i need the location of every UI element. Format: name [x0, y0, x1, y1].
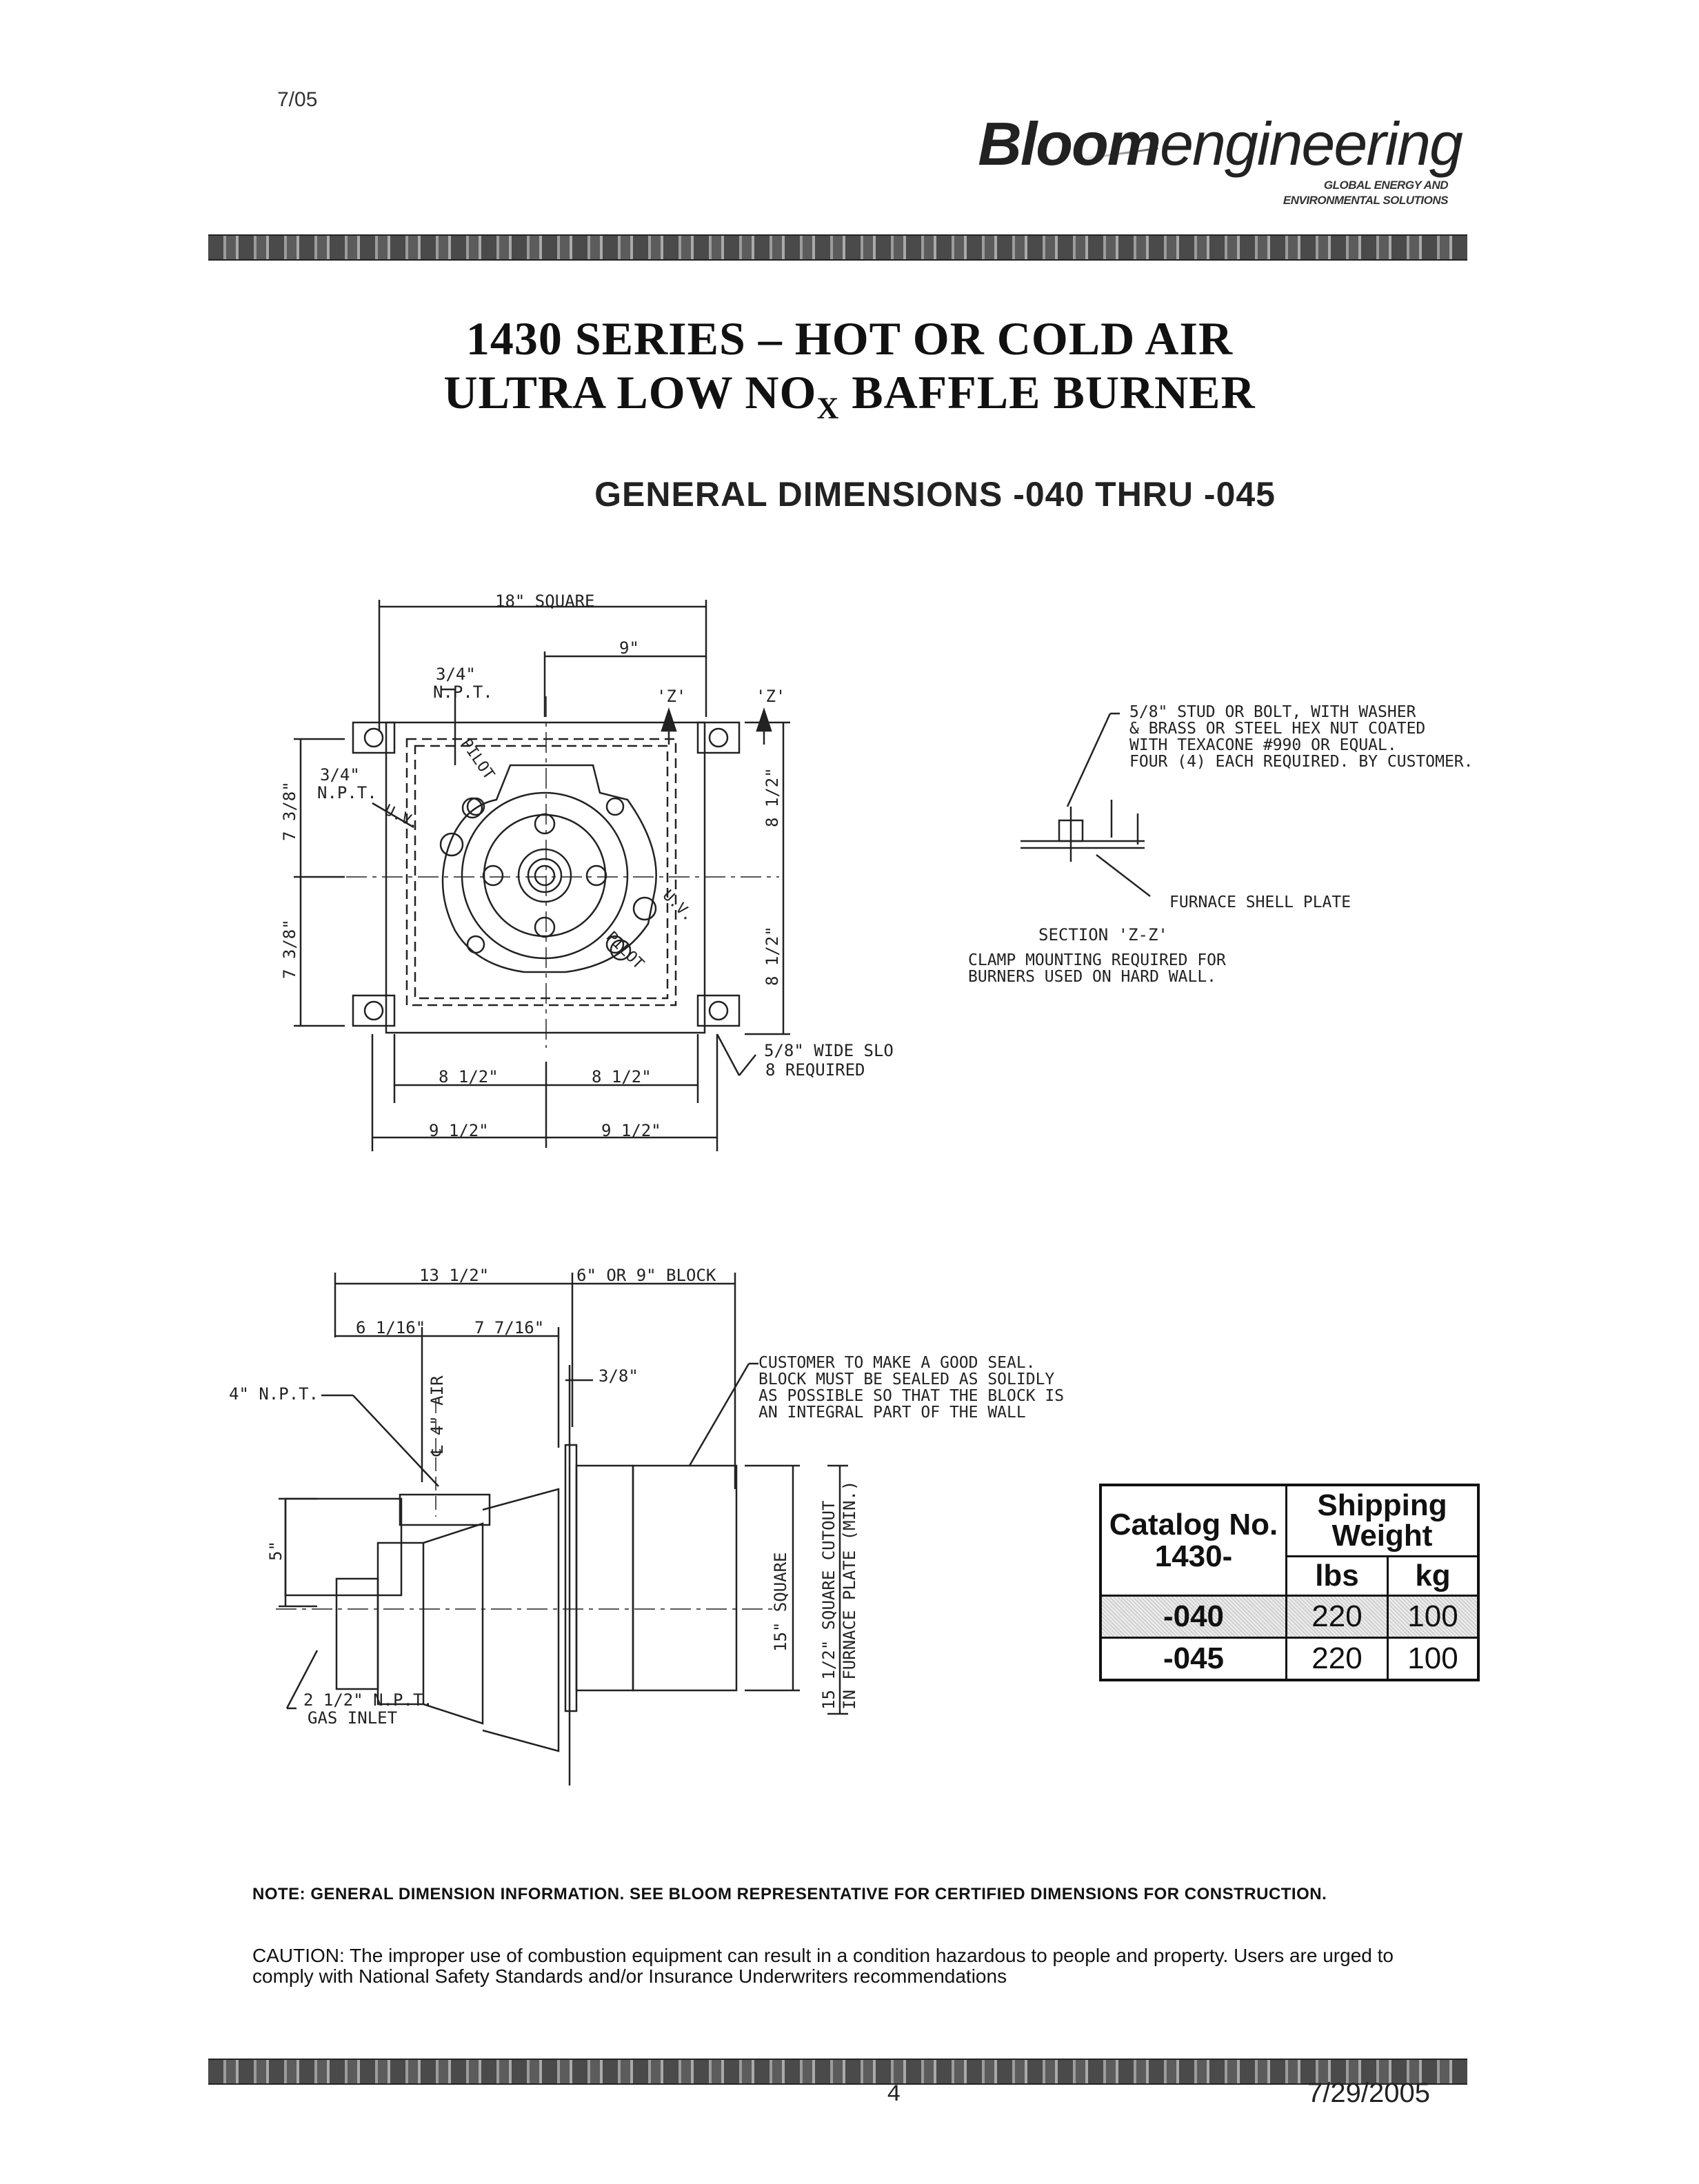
dim-left-lower: 7 3/8": [280, 919, 299, 979]
bloom-engineering-logo: Bloomengineering GLOBAL ENERGY AND ENVIR…: [978, 103, 1476, 221]
seal-note-3: AS POSSIBLE SO THAT THE BLOCK IS: [758, 1387, 1064, 1405]
npt-air-label: 4" N.P.T.: [229, 1384, 319, 1404]
shipping-weight-table: Catalog No. 1430- Shipping Weight lbs kg…: [1099, 1484, 1480, 1681]
catalog-cell: -040: [1099, 1595, 1287, 1639]
shipping-header: Shipping Weight: [1285, 1484, 1480, 1557]
npt-top-label-2: N.P.T.: [433, 682, 493, 702]
zz-note-4: FOUR (4) EACH REQUIRED. BY CUSTOMER.: [1129, 753, 1474, 771]
catalog-header: Catalog No. 1430-: [1099, 1484, 1287, 1597]
air-centerline-label: ℄ 4" AIR: [428, 1375, 447, 1457]
catalog-cell: -045: [1099, 1637, 1287, 1681]
seal-note-2: BLOCK MUST BE SEALED AS SOLIDLY: [758, 1371, 1054, 1388]
section-mark-left: 'Z': [656, 687, 686, 706]
section-mark-right: 'Z': [756, 687, 785, 706]
table-row: -045 220 100: [1099, 1637, 1480, 1681]
dim-side-a: 6 1/16": [356, 1318, 425, 1337]
side-view: [276, 1273, 848, 1786]
dim-half: 9": [619, 638, 639, 658]
dim-bottom-right-outer: 9 1/2": [601, 1121, 661, 1140]
general-note: NOTE: GENERAL DIMENSION INFORMATION. SEE…: [252, 1885, 1327, 1903]
pilot-label-top: PILOT: [457, 736, 497, 783]
logo-tagline: GLOBAL ENERGY AND ENVIRONMENTAL SOLUTION…: [1283, 179, 1449, 207]
dim-plate: 3/8": [599, 1366, 639, 1386]
dim-bottom-right-inner: 8 1/2": [592, 1067, 652, 1086]
caution-text: CAUTION: The improper use of combustion …: [252, 1945, 1394, 1987]
header-band: [208, 234, 1467, 261]
page-number: 4: [887, 2082, 901, 2108]
table-row: -040 220 100: [1099, 1595, 1480, 1639]
uv-label-left: U.V.: [381, 802, 422, 833]
cutout-note-1: 15 1/2" SQUARE CUTOUT: [819, 1501, 838, 1710]
dim-side-b: 7 7/16": [474, 1318, 544, 1337]
logo-wordmark: Bloomengineering: [978, 110, 1463, 178]
furnace-plate-label: FURNACE SHELL PLATE: [1169, 893, 1351, 911]
date-code: 7/05: [277, 88, 318, 111]
footer-band: [208, 2059, 1467, 2085]
page-subtitle: GENERAL DIMENSIONS -040 THRU -045: [594, 475, 1276, 514]
npt-top-label: 3/4": [436, 665, 476, 684]
zz-note-2: & BRASS OR STEEL HEX NUT COATED: [1129, 720, 1425, 738]
npt-left-label: 3/4": [320, 765, 360, 785]
kg-cell: 100: [1387, 1595, 1480, 1639]
dim-right-upper: 8 1/2": [763, 767, 782, 827]
section-zz-title: SECTION 'Z-Z': [1038, 925, 1168, 944]
unit-lbs: lbs: [1285, 1555, 1389, 1597]
dim-block: 6" OR 9" BLOCK: [576, 1266, 716, 1285]
gas-inlet-label-1: 2 1/2" N.P.T.: [303, 1690, 433, 1710]
square-15-label: 15" SQUARE: [771, 1553, 790, 1652]
page-title-line1: 1430 SERIES – HOT OR COLD AIR: [465, 312, 1234, 365]
lbs-cell: 220: [1285, 1637, 1389, 1681]
lbs-cell: 220: [1285, 1595, 1389, 1639]
dim-bottom-left-inner: 8 1/2": [439, 1067, 499, 1086]
top-view: [294, 600, 790, 1151]
unit-kg: kg: [1387, 1555, 1480, 1597]
zz-note-3: WITH TEXACONE #990 OR EQUAL.: [1129, 736, 1397, 754]
dim-bottom-left-outer: 9 1/2": [429, 1121, 489, 1140]
clamp-note-2: BURNERS USED ON HARD WALL.: [968, 968, 1216, 986]
dim-overall-square: 18" SQUARE: [495, 592, 595, 611]
clamp-note-1: CLAMP MOUNTING REQUIRED FOR: [968, 951, 1226, 969]
dim-right-lower: 8 1/2": [763, 926, 782, 986]
slot-note-1: 5/8" WIDE SLO: [764, 1041, 894, 1060]
cutout-note-2: IN FURNACE PLATE (MIN.): [840, 1481, 859, 1710]
slot-note-2: 8 REQUIRED: [765, 1060, 865, 1080]
zz-note-1: 5/8" STUD OR BOLT, WITH WASHER: [1129, 703, 1416, 721]
dim-left-upper: 7 3/8": [280, 781, 299, 841]
seal-note-4: AN INTEGRAL PART OF THE WALL: [758, 1404, 1026, 1422]
section-zz-figure: [1021, 712, 1151, 897]
page-title-line2: ULTRA LOW NOX BAFFLE BURNER: [443, 366, 1256, 425]
gas-inlet-label-2: GAS INLET: [308, 1708, 397, 1728]
npt-left-label-2: N.P.T.: [317, 783, 377, 802]
dim-five: 5": [266, 1541, 285, 1561]
dim-side-overall: 13 1/2": [419, 1266, 489, 1285]
kg-cell: 100: [1387, 1637, 1480, 1681]
uv-label-right: U.V.: [659, 887, 697, 925]
print-date: 7/29/2005: [1307, 2078, 1430, 2108]
seal-note-1: CUSTOMER TO MAKE A GOOD SEAL.: [758, 1354, 1036, 1372]
